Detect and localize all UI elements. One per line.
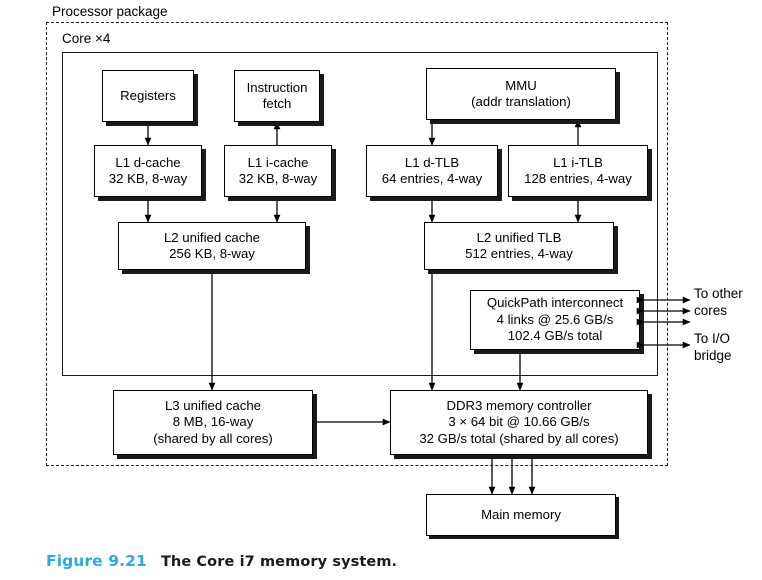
l3-cache-line-3: (shared by all cores) (153, 430, 273, 446)
main-memory-line-1: Main memory (481, 506, 561, 522)
mmu-line-2: (addr translation) (471, 94, 571, 109)
ddr3-line-2: 3 × 64 bit @ 10.66 GB/s (448, 414, 590, 430)
l1-icache-line-1: L1 i-cache (247, 154, 309, 170)
to-other-cores-label-line-1: To other (694, 286, 743, 301)
figure-caption: Figure 9.21 The Core i7 memory system. (46, 552, 397, 570)
ddr3-line-3: 32 GB/s total (shared by all cores) (419, 430, 619, 446)
registers-line-1: Registers (120, 87, 176, 103)
quickpath-interconnect-box: QuickPath interconnect 4 links @ 25.6 GB… (470, 290, 640, 350)
instruction-fetch-line-2: fetch (262, 96, 292, 111)
l1-dcache-line-2: 32 KB, 8-way (108, 171, 188, 186)
instruction-fetch-line-1: Instruction (246, 79, 308, 95)
figure-number: Figure 9.21 (46, 552, 147, 570)
l1-icache-box: L1 i-cache 32 KB, 8-way (224, 145, 332, 197)
main-memory-box: Main memory (426, 494, 616, 536)
mmu-box: MMU (addr translation) (426, 68, 616, 120)
l1-itlb-line-1: L1 i-TLB (553, 154, 603, 170)
to-io-bridge-label-line-1: To I/O (694, 331, 731, 346)
l1-dtlb-line-2: 64 entries, 4-way (381, 171, 483, 186)
ddr3-line-1: DDR3 memory controller (446, 397, 592, 413)
core-label: Core ×4 (62, 31, 111, 46)
to-io-bridge-label-line-2: bridge (694, 348, 732, 363)
l1-dcache-box: L1 d-cache 32 KB, 8-way (94, 145, 202, 197)
l1-itlb-box: L1 i-TLB 128 entries, 4-way (508, 145, 648, 197)
l1-itlb-line-2: 128 entries, 4-way (524, 171, 632, 186)
l1-dtlb-line-1: L1 d-TLB (404, 154, 460, 170)
l3-unified-cache-box: L3 unified cache 8 MB, 16-way (shared by… (113, 390, 313, 455)
figure-title: The Core i7 memory system. (160, 554, 398, 570)
l2-unified-tlb-box: L2 unified TLB 512 entries, 4-way (424, 222, 614, 270)
l1-dcache-line-1: L1 d-cache (115, 154, 181, 170)
registers-box: Registers (102, 70, 194, 122)
l2-tlb-line-1: L2 unified TLB (476, 229, 562, 245)
processor-package-boundary (46, 22, 668, 466)
quickpath-line-3: 102.4 GB/s total (507, 328, 603, 344)
to-other-cores-label-line-2: cores (694, 303, 728, 318)
instruction-fetch-box: Instruction fetch (234, 70, 320, 122)
quickpath-line-1: QuickPath interconnect (486, 295, 624, 311)
mmu-line-1: MMU (505, 77, 537, 93)
l1-icache-line-2: 32 KB, 8-way (238, 171, 318, 186)
l3-cache-line-1: L3 unified cache (164, 397, 262, 413)
ddr3-memory-controller-box: DDR3 memory controller 3 × 64 bit @ 10.6… (390, 390, 648, 455)
l2-cache-line-2: 256 KB, 8-way (169, 246, 255, 261)
quickpath-line-2: 4 links @ 25.6 GB/s (496, 311, 614, 327)
l1-dtlb-box: L1 d-TLB 64 entries, 4-way (366, 145, 498, 197)
l3-cache-line-2: 8 MB, 16-way (172, 414, 254, 430)
l2-tlb-line-2: 512 entries, 4-way (465, 246, 573, 261)
processor-package-label: Processor package (52, 4, 168, 19)
l2-unified-cache-box: L2 unified cache 256 KB, 8-way (118, 222, 306, 270)
l2-cache-line-1: L2 unified cache (163, 229, 261, 245)
core-boundary (62, 52, 658, 376)
